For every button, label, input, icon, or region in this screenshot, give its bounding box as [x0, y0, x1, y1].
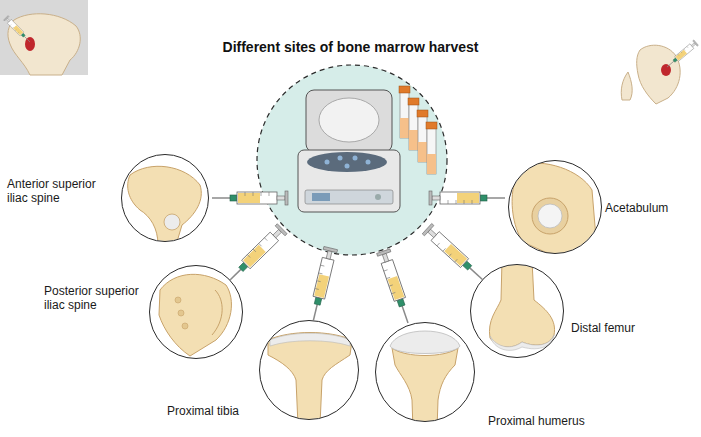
diagram-title: Different sites of bone marrow harvest — [223, 39, 479, 55]
harvest-site-circle: Posterior superior iliac spine — [149, 265, 243, 359]
harvest-site-circle: Anterior superior iliac spine — [121, 154, 209, 242]
title-wrap: Different sites of bone marrow harvest — [0, 38, 701, 56]
site-label: Anterior superior iliac spine — [7, 177, 113, 205]
site-label: Posterior superior iliac spine — [44, 284, 146, 312]
site-label: Distal femur — [571, 321, 663, 335]
harvest-site-circle: Distal femur — [470, 264, 564, 358]
centrifuge-illustration — [257, 65, 447, 255]
site-label: Proximal humerus — [488, 414, 600, 428]
corner-illustration — [0, 0, 88, 75]
syringe-symbol — [212, 191, 505, 325]
harvest-site-circle: Proximal tibia — [259, 320, 359, 420]
harvest-site-circle: Acetabulum — [508, 160, 602, 254]
harvest-site-circle: Proximal humerus — [375, 322, 475, 422]
site-label: Proximal tibia — [167, 404, 257, 418]
corner-illustration — [621, 40, 698, 104]
bone-illustration — [121, 154, 602, 430]
site-label: Acetabulum — [605, 201, 697, 215]
